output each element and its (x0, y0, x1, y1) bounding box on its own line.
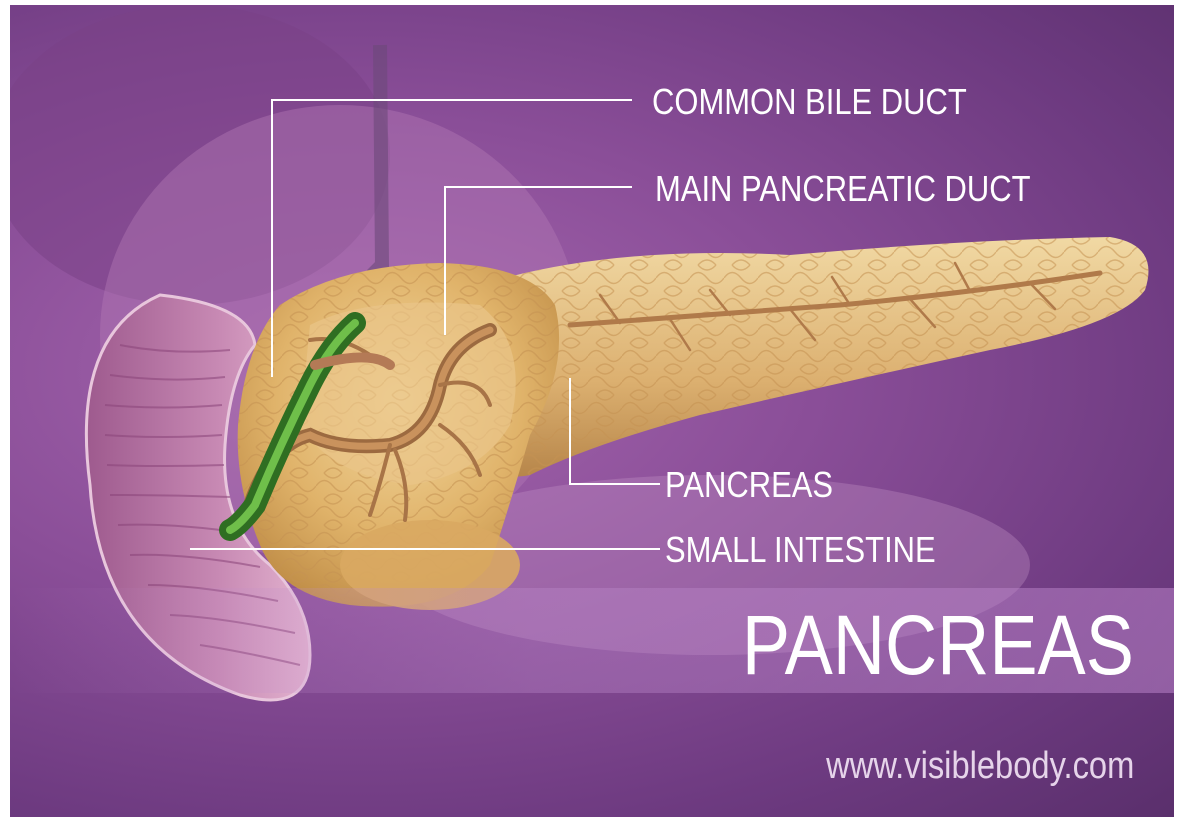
pancreas-illustration (10, 5, 1174, 817)
label-small-intestine: SMALL INTESTINE (665, 532, 936, 568)
illustration-frame: COMMON BILE DUCT MAIN PANCREATIC DUCT PA… (10, 5, 1174, 817)
label-common-bile-duct: COMMON BILE DUCT (652, 84, 967, 120)
website-credit: www.visiblebody.com (826, 747, 1134, 785)
label-main-pancreatic-duct: MAIN PANCREATIC DUCT (655, 171, 1031, 207)
label-pancreas: PANCREAS (665, 467, 833, 503)
diagram-title: PANCREAS (742, 603, 1134, 687)
